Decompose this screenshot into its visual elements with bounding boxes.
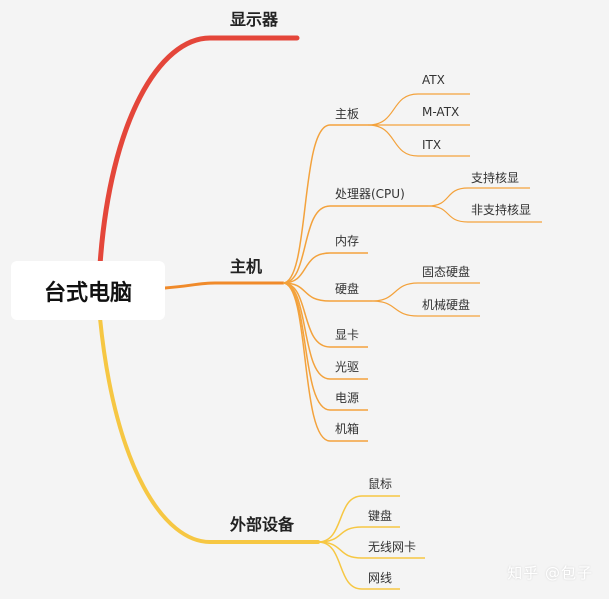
node-monitor[interactable]: 显示器 (230, 10, 279, 29)
connector-peripherals (98, 316, 320, 544)
connector-cpu (282, 205, 428, 284)
node-network-cable[interactable]: 网线 (368, 571, 393, 585)
connector-mouse (317, 495, 400, 543)
connector-memory (282, 252, 368, 284)
host-child-connectors (282, 124, 428, 442)
node-gpu[interactable]: 显卡 (335, 328, 360, 342)
node-disk[interactable]: 硬盘 (335, 282, 360, 296)
node-host[interactable]: 主机 (230, 257, 263, 276)
peripheral-connectors (317, 495, 425, 590)
node-cpu[interactable]: 处理器(CPU) (335, 187, 405, 201)
node-motherboard[interactable]: 主板 (335, 107, 360, 121)
connector-monitor (97, 35, 300, 268)
connector-disk (282, 282, 372, 302)
connector-ssd (371, 282, 480, 302)
node-optical[interactable]: 光驱 (335, 360, 360, 374)
node-wifi-card[interactable]: 无线网卡 (368, 540, 417, 554)
leaf-connectors (367, 93, 542, 317)
node-no-igpu[interactable]: 非支持核显 (471, 203, 532, 217)
node-hdd[interactable]: 机械硬盘 (422, 298, 471, 312)
node-matx[interactable]: M-ATX (422, 105, 460, 119)
connector-igpu (427, 187, 530, 207)
node-psu[interactable]: 电源 (335, 391, 360, 405)
node-case[interactable]: 机箱 (335, 422, 360, 436)
root-node[interactable]: 台式电脑 (11, 261, 165, 320)
connector-wifi (317, 541, 425, 559)
connector-atx (367, 93, 470, 126)
connector-motherboard (282, 124, 368, 284)
connector-hdd (371, 300, 480, 317)
connector-host (163, 281, 285, 290)
connector-no-igpu (427, 205, 542, 223)
connector-keyboard (317, 526, 400, 543)
node-keyboard[interactable]: 键盘 (368, 509, 393, 523)
node-peripherals[interactable]: 外部设备 (230, 515, 295, 534)
watermark: 知乎 @包子 (507, 564, 593, 582)
node-memory[interactable]: 内存 (335, 234, 360, 248)
connector-case (282, 282, 368, 442)
node-atx[interactable]: ATX (422, 73, 445, 87)
connector-cable (317, 541, 400, 590)
node-ssd[interactable]: 固态硬盘 (422, 265, 471, 279)
connector-itx (367, 124, 470, 157)
node-mouse[interactable]: 鼠标 (368, 477, 393, 491)
node-igpu[interactable]: 支持核显 (471, 171, 520, 185)
node-itx[interactable]: ITX (422, 138, 442, 152)
